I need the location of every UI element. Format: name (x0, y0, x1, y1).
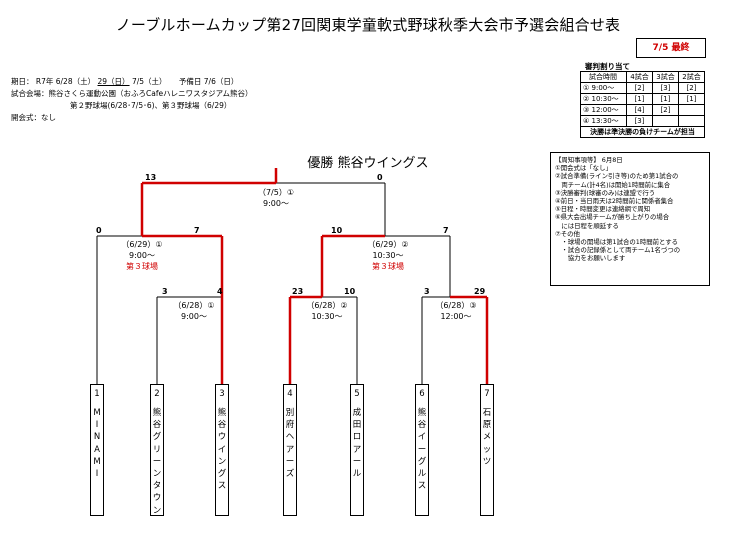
sf2-score-right: 7 (443, 226, 449, 235)
sf2-match-time: 10:30～ (372, 251, 404, 260)
final-match-date: （7/5）① (257, 188, 295, 197)
final-score-right: 0 (377, 173, 383, 182)
team-box-4: 4 別府ヘアーズ (283, 384, 297, 516)
sf2-match-venue: 第３球場 (372, 262, 404, 271)
team-name: 石原メッツ (482, 408, 492, 467)
notice-line: ①開会式は「なし」 (555, 164, 612, 173)
notice-line: 両チーム(計4名)は開始1時間前に集合 (555, 180, 671, 189)
referee-note-row: 決勝は準決勝の負けチームが担当 (580, 126, 705, 138)
team-box-3: 3 熊谷ウイングス (215, 384, 229, 516)
q2-match-info: （6/28）② 10:30～ (285, 300, 369, 322)
team-number: 3 (219, 389, 225, 399)
dates-day3: 7/5（土） (131, 77, 167, 86)
notice-line: ⑤日程・時間変更は連絡網で周知 (555, 205, 651, 214)
spare-date: 予備日 7/6（日） (178, 77, 239, 86)
q1-score-right: 4 (217, 287, 223, 296)
referee-row: ② 10:30～ [1] [1] [1] (580, 93, 705, 105)
sf1-score-right: 7 (194, 226, 200, 235)
sf2-score-left: 10 (331, 226, 343, 235)
team-name: 成田ロアール (352, 408, 362, 480)
notice-line: 【周知事項等】 6月8日 (555, 156, 623, 164)
q1-match-date: （6/28）① (173, 301, 215, 310)
dates-day1: R7年 6/28（土） (35, 77, 96, 86)
final-match-info: （7/5）① 9:00～ (234, 187, 318, 209)
team-box-6: 6 熊谷イーグルス (415, 384, 429, 516)
final-version-badge: 7/5 最終 (636, 38, 706, 58)
notice-line: ②試合準備(ライン引き等)のため第1試合の (555, 172, 679, 181)
q2-match-date: （6/28）② (306, 301, 348, 310)
venue-line-1: 試合会場：熊谷さくら運動公園（おふろCafeハレニワスタジアム熊谷） (11, 89, 253, 98)
q3-match-time: 12:00～ (440, 312, 472, 321)
team-name: 熊谷グリーンタウン (152, 408, 162, 516)
notice-box: 【周知事項等】 6月8日 ①開会式は「なし」 ②試合準備(ライン引き等)のため第… (550, 152, 710, 286)
team-number: 1 (94, 389, 100, 399)
team-number: 2 (154, 389, 160, 399)
dates-day2: 29（日） (97, 77, 130, 86)
sf1-match-time: 9:00～ (129, 251, 155, 260)
notice-line: ⑦その他 (555, 229, 580, 238)
notice-line: には日程を順延する (555, 221, 619, 230)
q2-score-right: 10 (344, 287, 356, 296)
page-title: ノーブルホームカップ第27回関東学童軟式野球秋季大会市予選会組合せ表 (115, 16, 621, 34)
sf2-match-date: （6/29）② (367, 240, 409, 249)
q2-match-time: 10:30～ (311, 312, 343, 321)
team-number: 5 (354, 389, 360, 399)
sf2-match-info: （6/29）② 10:30～ 第３球場 (346, 239, 430, 272)
notice-line: ④前日・当日雨天は2時間前に関係者集合 (555, 197, 674, 206)
sf1-match-date: （6/29）① (121, 240, 163, 249)
sf1-match-info: （6/29）① 9:00～ 第３球場 (100, 239, 184, 272)
notice-line: ・試合の記録係として両チーム1名づつの (555, 246, 681, 255)
q1-match-info: （6/28）① 9:00～ (152, 300, 236, 322)
sf1-match-venue: 第３球場 (126, 262, 158, 271)
final-score-left: 13 (145, 173, 157, 182)
team-name: 熊谷ウイングス (217, 408, 227, 492)
referee-note: 決勝は準決勝の負けチームが担当 (580, 126, 705, 138)
sf1-score-left: 0 (96, 226, 102, 235)
dates-label: 期日： (11, 77, 34, 86)
notice-line: ⑥県大会出場チームが勝ち上がりの場合 (555, 213, 670, 222)
notice-line: ③決勝審判(球審のみ)は連盟で行う (555, 188, 656, 197)
dates-line: 期日： R7年 6/28（土） 29（日） 7/5（土） 予備日 7/6（日） (11, 76, 238, 87)
champion-label: 優勝 熊谷ウイングス (307, 156, 429, 171)
team-box-7: 7 石原メッツ (480, 384, 494, 516)
team-box-5: 5 成田ロアール (350, 384, 364, 516)
opening-ceremony: 開会式：なし (11, 113, 56, 122)
referee-caption: 審判割り当て (585, 62, 630, 71)
q3-score-left: 3 (424, 287, 430, 296)
q2-score-left: 23 (292, 287, 304, 296)
notice-line: ・球場の開場は第1試合の1時間前とする (555, 238, 678, 247)
q3-score-right: 29 (474, 287, 486, 296)
notice-line: 協力をお願いします (555, 254, 626, 263)
team-name: 熊谷イーグルス (417, 408, 427, 492)
referee-table: 試合時間 4試合 3試合 2試合 ① 9:00～ [2] [3] [2] ② 1… (580, 71, 705, 138)
team-box-2: 2 熊谷グリーンタウン (150, 384, 164, 516)
q1-score-left: 3 (162, 287, 168, 296)
q3-match-info: （6/28）③ 12:00～ (414, 300, 498, 322)
venue-line-2: 第２野球場(6/28･7/5･6)、第３野球場（6/29） (70, 101, 232, 110)
team-number: 6 (419, 389, 425, 399)
referee-header-2games: 2試合 (678, 71, 705, 83)
final-match-time: 9:00～ (263, 199, 289, 208)
team-name: 別府ヘアーズ (285, 408, 295, 480)
q3-match-date: （6/28）③ (435, 301, 477, 310)
team-number: 4 (287, 389, 293, 399)
team-number: 7 (484, 389, 490, 399)
q1-match-time: 9:00～ (181, 312, 207, 321)
